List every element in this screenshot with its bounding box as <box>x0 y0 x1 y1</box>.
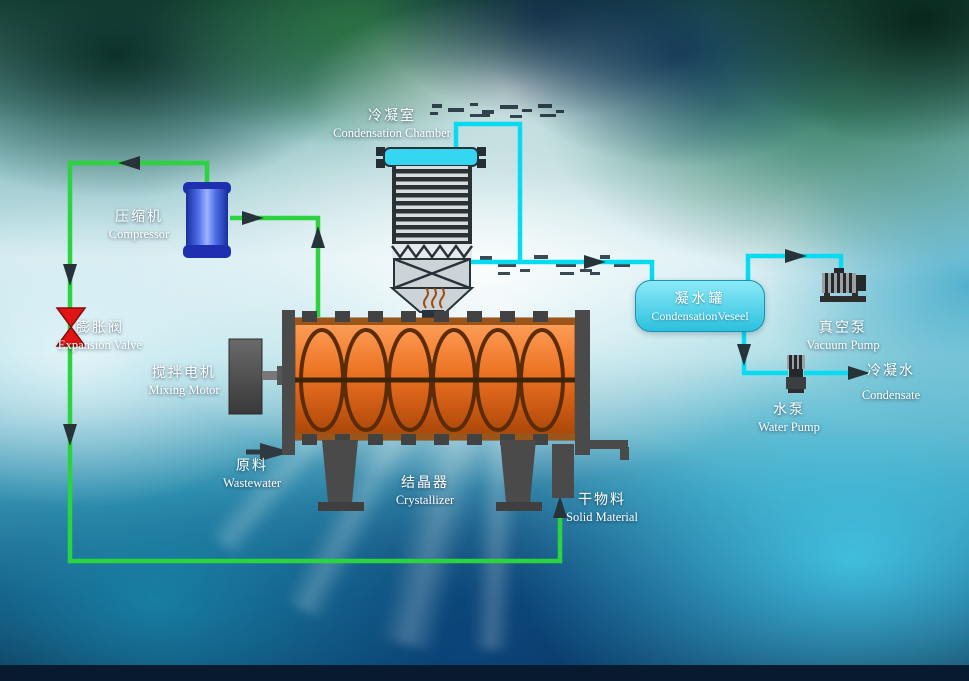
condensation-vessel-label-en: CondensationVeseel <box>651 309 749 323</box>
arrow-down <box>63 264 77 286</box>
vacuum-pump-graphic <box>820 268 866 302</box>
arrow-right <box>785 249 807 263</box>
discharge-chute <box>552 444 574 498</box>
arrow-down <box>63 424 77 446</box>
condensation-vessel: 凝水罐 CondensationVeseel <box>635 280 765 332</box>
flange-tabs <box>302 311 548 445</box>
arrow-right <box>242 211 264 225</box>
sawtooth-edge <box>390 243 474 260</box>
label-mixing-motor: 搅拌电机 Mixing Motor <box>148 366 220 397</box>
wastewater-arrow <box>246 443 292 461</box>
label-wastewater: 原料 Wastewater <box>223 459 281 490</box>
label-condensate: 冷凝水 Condensate <box>861 364 921 402</box>
label-water-pump: 水泵 Water Pump <box>758 403 820 434</box>
crystallizer-graphic <box>282 310 629 511</box>
label-solid-material: 干物料 Solid Material <box>566 493 638 524</box>
arrow-right <box>584 255 606 269</box>
arrow-up <box>553 496 567 518</box>
mixing-motor-graphic <box>228 338 284 415</box>
arrow-up <box>311 226 325 248</box>
label-condensation-chamber: 冷凝室 Condensation Chamber <box>333 109 451 140</box>
label-crystallizer: 结晶器 Crystallizer <box>395 476 455 507</box>
heat-waves <box>423 287 445 309</box>
condensation-vessel-label-zh: 凝水罐 <box>674 292 726 307</box>
expansion-valve-graphic <box>55 307 87 347</box>
flow-arrows <box>63 156 870 518</box>
water-pump-graphic <box>786 355 806 393</box>
label-vacuum-pump: 真空泵 Vacuum Pump <box>806 321 880 352</box>
bottom-dark-band <box>0 665 969 681</box>
arrow-right <box>848 366 870 380</box>
support-leg <box>322 440 358 502</box>
support-leg <box>500 440 536 502</box>
label-expansion-valve: 膨胀阀 Expansion Valve <box>57 321 143 352</box>
texture-dashes <box>430 103 630 275</box>
label-compressor: 压缩机 Compressor <box>108 210 170 241</box>
arrow-down <box>737 344 751 366</box>
condensation-chamber-graphic <box>376 147 486 319</box>
arrow-left <box>118 156 140 170</box>
compressor-graphic <box>183 182 231 258</box>
side-outlet <box>590 440 628 449</box>
condenser-fins <box>392 166 472 246</box>
